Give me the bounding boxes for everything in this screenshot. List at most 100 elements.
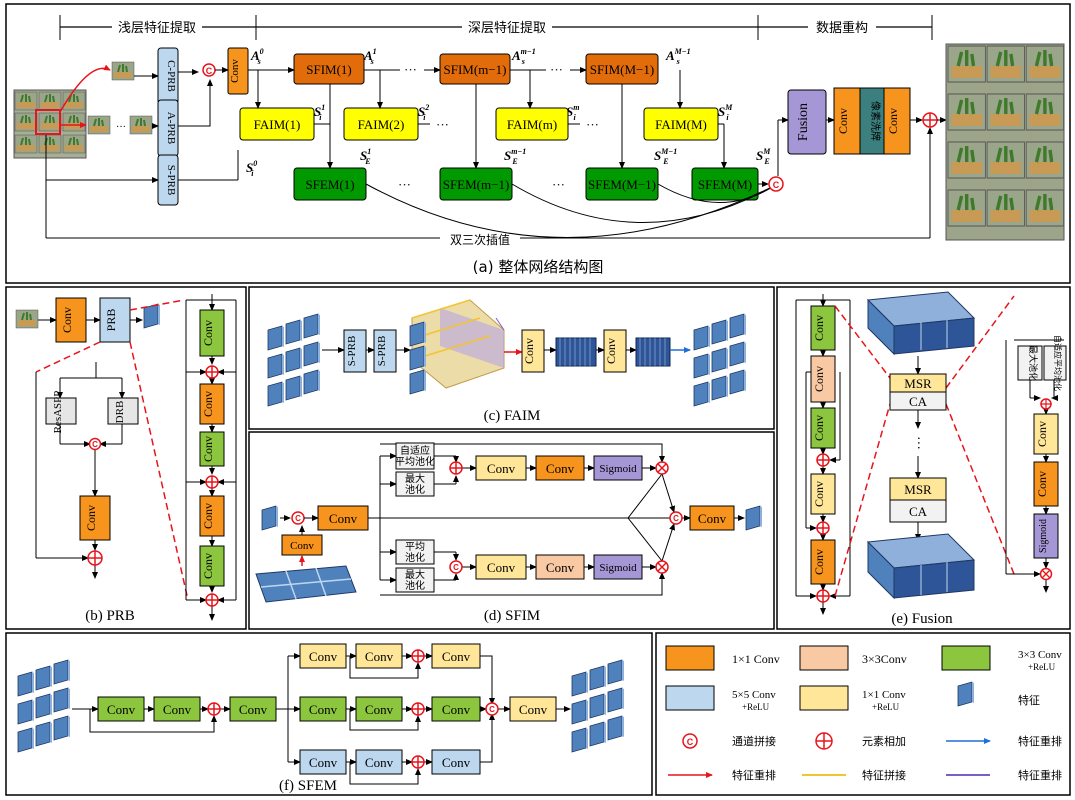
panel-e-caption: (e) Fusion <box>891 611 953 627</box>
legend-feature-icon <box>958 682 974 706</box>
panel-f-caption: (f) SFEM <box>279 778 337 794</box>
legend-conv3: 3×3Conv <box>862 652 907 666</box>
s-prb-label: S-PRB <box>346 336 358 367</box>
svg-text:SME: SME <box>756 147 771 166</box>
avg-pool-text: 平均池化 <box>405 541 425 564</box>
panel-d-caption: (d) SFIM <box>484 608 540 624</box>
panel-a: 浅层特征提取 深层特征提取 数据重构 ··· C-PRB A-PRB S-PRB… <box>6 4 1070 283</box>
conv-label: Conv <box>309 702 338 717</box>
legend-rearrange-blue: 特征重排 <box>1018 734 1062 748</box>
vertical-dots: ··· <box>910 436 925 450</box>
conv-label: Conv <box>329 511 358 526</box>
feature-stack-input <box>18 660 70 752</box>
conv-label: Conv <box>812 549 826 575</box>
conv-label: Conv <box>201 320 215 346</box>
faim-dots-1: ··· <box>436 117 449 132</box>
conv-label: Conv <box>201 391 215 417</box>
feature-output-small <box>746 506 762 530</box>
feature-stack-output <box>694 314 746 406</box>
c-prb-label: C-PRB <box>165 60 177 92</box>
legend-conv1relu: 1×1 Conv <box>862 689 906 701</box>
svg-text:C: C <box>206 66 213 76</box>
feature-stack-input <box>268 314 320 406</box>
center-view-image <box>112 62 134 80</box>
conv-label: Conv <box>698 511 727 526</box>
legend-swatch-conv3 <box>800 646 848 670</box>
faim-label-1: FAIM(1) <box>254 117 301 132</box>
sfem-label-1: SFEM(1) <box>305 177 354 192</box>
feature-cube-top <box>868 292 974 354</box>
legend-swatch-conv1relu <box>800 686 848 710</box>
conv-label: Conv <box>836 108 850 134</box>
svg-text:SMi: SMi <box>718 103 733 122</box>
legend-add: 元素相加 <box>862 735 906 748</box>
svg-text:C: C <box>673 514 679 523</box>
sfem-label-4: SFEM(M) <box>698 177 752 192</box>
max-pool-label: 最大池化 <box>1027 345 1039 381</box>
a-prb-label: A-PRB <box>165 112 177 144</box>
svg-text:···: ··· <box>116 122 126 133</box>
faim-label-2: FAIM(2) <box>358 117 405 132</box>
sigmoid-label: Sigmoid <box>599 463 637 475</box>
conv-label: Conv <box>309 649 338 664</box>
legend-rearrange-red: 特征重排 <box>732 768 776 782</box>
feature-plane-input <box>256 566 356 602</box>
legend-conv3relu-sub: +ReLU <box>1028 662 1056 672</box>
conv-label: Conv <box>812 366 826 392</box>
conv-label: Conv <box>290 540 314 552</box>
feature-slab-1 <box>556 338 596 366</box>
angular-views-image: ··· <box>88 116 152 134</box>
sfim-dots-2: ··· <box>550 62 563 77</box>
feature-rearrange-cube <box>410 300 504 394</box>
svg-text:C: C <box>92 440 98 449</box>
legend-swatch-conv1 <box>666 646 714 670</box>
stage-deep-label: 深层特征提取 <box>468 20 546 36</box>
svg-text:S0i: S0i <box>246 159 257 178</box>
resaspp-label: ResASPP <box>52 391 64 434</box>
svg-text:C: C <box>295 514 301 523</box>
conv-label: Conv <box>546 560 575 575</box>
feature-slab-2 <box>636 338 670 366</box>
svg-text:Am−1s: Am−1s <box>511 47 536 66</box>
conv-label: Conv <box>886 108 900 134</box>
legend: 1×1 Conv 3×3Conv 3×3 Conv +ReLU 5×5 Conv… <box>656 633 1070 795</box>
conv-label: Conv <box>365 755 394 770</box>
svg-text:C: C <box>489 705 495 714</box>
conv-label: Conv <box>365 702 394 717</box>
conv-label: Conv <box>201 503 215 529</box>
legend-conv1: 1×1 Conv <box>732 652 780 666</box>
legend-swatch-conv3relu <box>942 646 990 670</box>
conv-label: Conv <box>1035 471 1049 497</box>
sigmoid-label: Sigmoid <box>1038 519 1049 553</box>
conv-label: Conv <box>201 436 215 462</box>
conv-label: Conv <box>60 307 74 333</box>
panel-a-caption: (a) 整体网络结构图 <box>473 258 604 276</box>
legend-conv5relu: 5×5 Conv <box>732 689 776 701</box>
sfim-dots-1: ··· <box>404 62 417 77</box>
svg-text:C: C <box>687 737 694 747</box>
input-lightfield-image <box>14 90 86 158</box>
sfim-label-2: SFIM(m−1) <box>444 62 507 77</box>
svg-text:A0s: A0s <box>250 47 264 66</box>
conv-label: Conv <box>309 755 338 770</box>
feature-stack-output <box>572 660 624 752</box>
conv-label: Conv <box>442 755 471 770</box>
panel-b: Conv PRB ResASPP DRB <box>6 287 246 629</box>
conv-label: Conv <box>201 553 215 579</box>
msr-label: MSR <box>904 376 932 391</box>
fusion-label: Fusion <box>796 103 811 141</box>
conv-label: Conv <box>487 461 516 476</box>
sfem-dots-2: ··· <box>552 177 565 192</box>
faim-label-4: FAIM(M) <box>655 117 707 132</box>
faim-label-3: FAIM(m) <box>507 117 557 132</box>
conv-label: Conv <box>812 315 826 341</box>
ca-label: CA <box>909 504 928 519</box>
drb-label: DRB <box>114 401 126 424</box>
svg-text:AM−1s: AM−1s <box>665 47 691 66</box>
conv-label: Conv <box>812 415 826 441</box>
panel-c: S-PRB S-PRB Conv Conv <box>249 287 774 429</box>
s-prb-label: S-PRB <box>376 336 388 367</box>
sigmoid-label: Sigmoid <box>599 562 637 574</box>
svg-text:Sm−1E: Sm−1E <box>504 147 526 166</box>
sfim-label-1: SFIM(1) <box>306 62 352 77</box>
